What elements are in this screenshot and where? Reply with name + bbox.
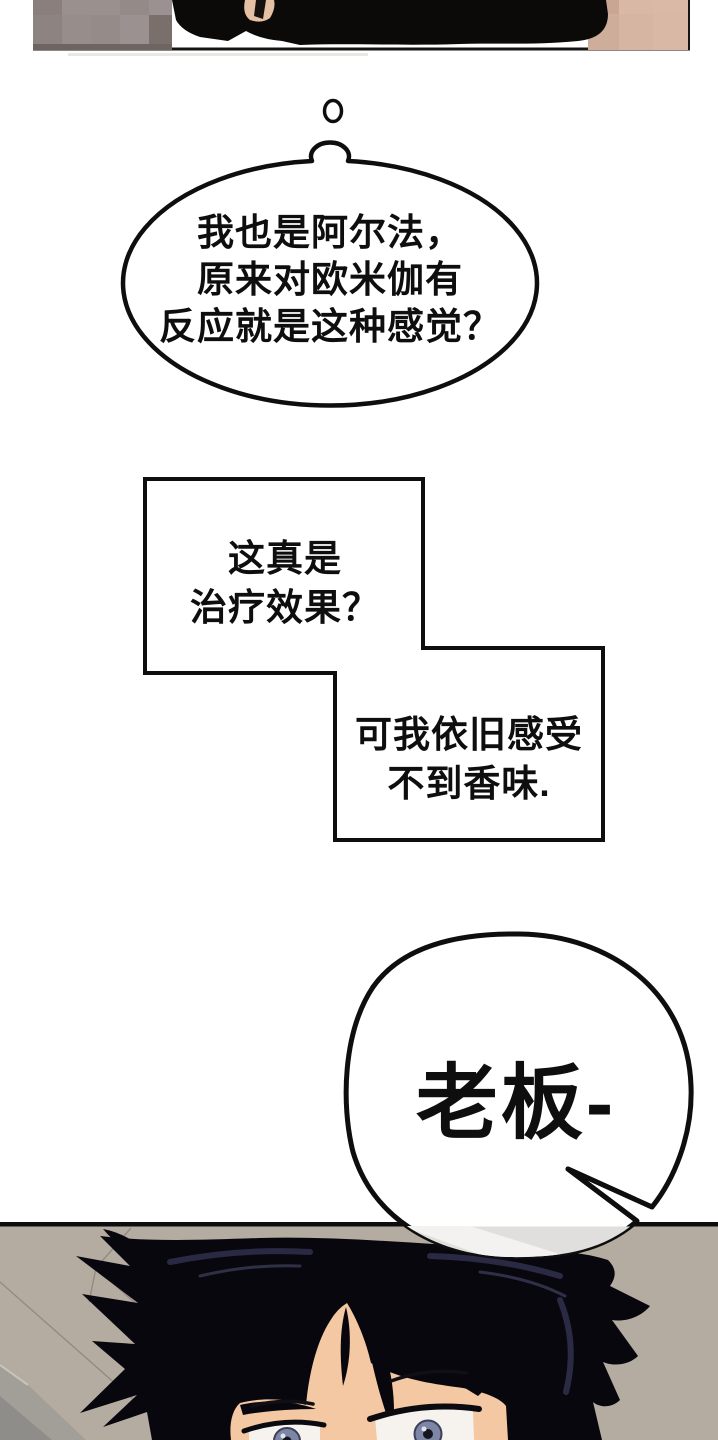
small-oval-mark-icon [322, 98, 344, 124]
caption-boxes [143, 477, 605, 842]
mosaic-block [149, 15, 172, 44]
dark-figure [172, 0, 608, 45]
top-panel [33, 0, 690, 51]
box2-line-1: 可我依旧感受 [355, 714, 583, 755]
speech-bubble-1-text: 我也是阿尔法， 原来对欧米伽有 反应就是这种感觉？ [130, 209, 530, 350]
caption-box-1-text: 这真是 治疗效果？ [145, 534, 425, 632]
mosaic-block [91, 15, 120, 44]
left-eye [241, 1419, 327, 1440]
hair-flyaway [103, 1229, 140, 1252]
speech-bubble-1 [120, 140, 540, 408]
mosaic-block [62, 15, 91, 44]
mosaic-block [62, 0, 120, 15]
mosaic-block [120, 0, 149, 15]
bubble-bottom-shading [346, 1226, 670, 1258]
bubble1-line-2: 原来对欧米伽有 [197, 259, 463, 300]
mosaic-block [619, 0, 653, 14]
box1-line-2: 治疗效果？ [190, 587, 380, 628]
panel-shadow [68, 53, 368, 56]
box2-line-2: 不到香味. [387, 763, 551, 804]
box1-line-1: 这真是 [228, 538, 342, 579]
hair-highlights [167, 1248, 574, 1395]
eyebrows [250, 1369, 469, 1408]
right-eye [367, 1403, 482, 1440]
bubble1-line-3: 反应就是这种感觉？ [159, 306, 501, 347]
mosaic-block [653, 14, 688, 50]
mosaic-block [149, 0, 172, 15]
panel-top-border [0, 1222, 718, 1227]
corner-furniture [0, 1364, 86, 1440]
mosaic-block [33, 0, 62, 15]
mosaic-block [653, 0, 688, 14]
mosaic-block [33, 44, 172, 50]
mosaic-block [33, 15, 62, 44]
hand-strap [254, 0, 266, 19]
mosaic-block [619, 14, 653, 50]
speech-bubble-2-text: 老板- [415, 1058, 617, 1149]
bubble1-line-1: 我也是阿尔法， [197, 212, 463, 253]
mosaic-block [120, 15, 149, 44]
bottom-panel [0, 1222, 718, 1440]
speech-bubble-2 [343, 931, 694, 1260]
caption-box-2-text: 可我依旧感受 不到香味. [335, 710, 603, 808]
